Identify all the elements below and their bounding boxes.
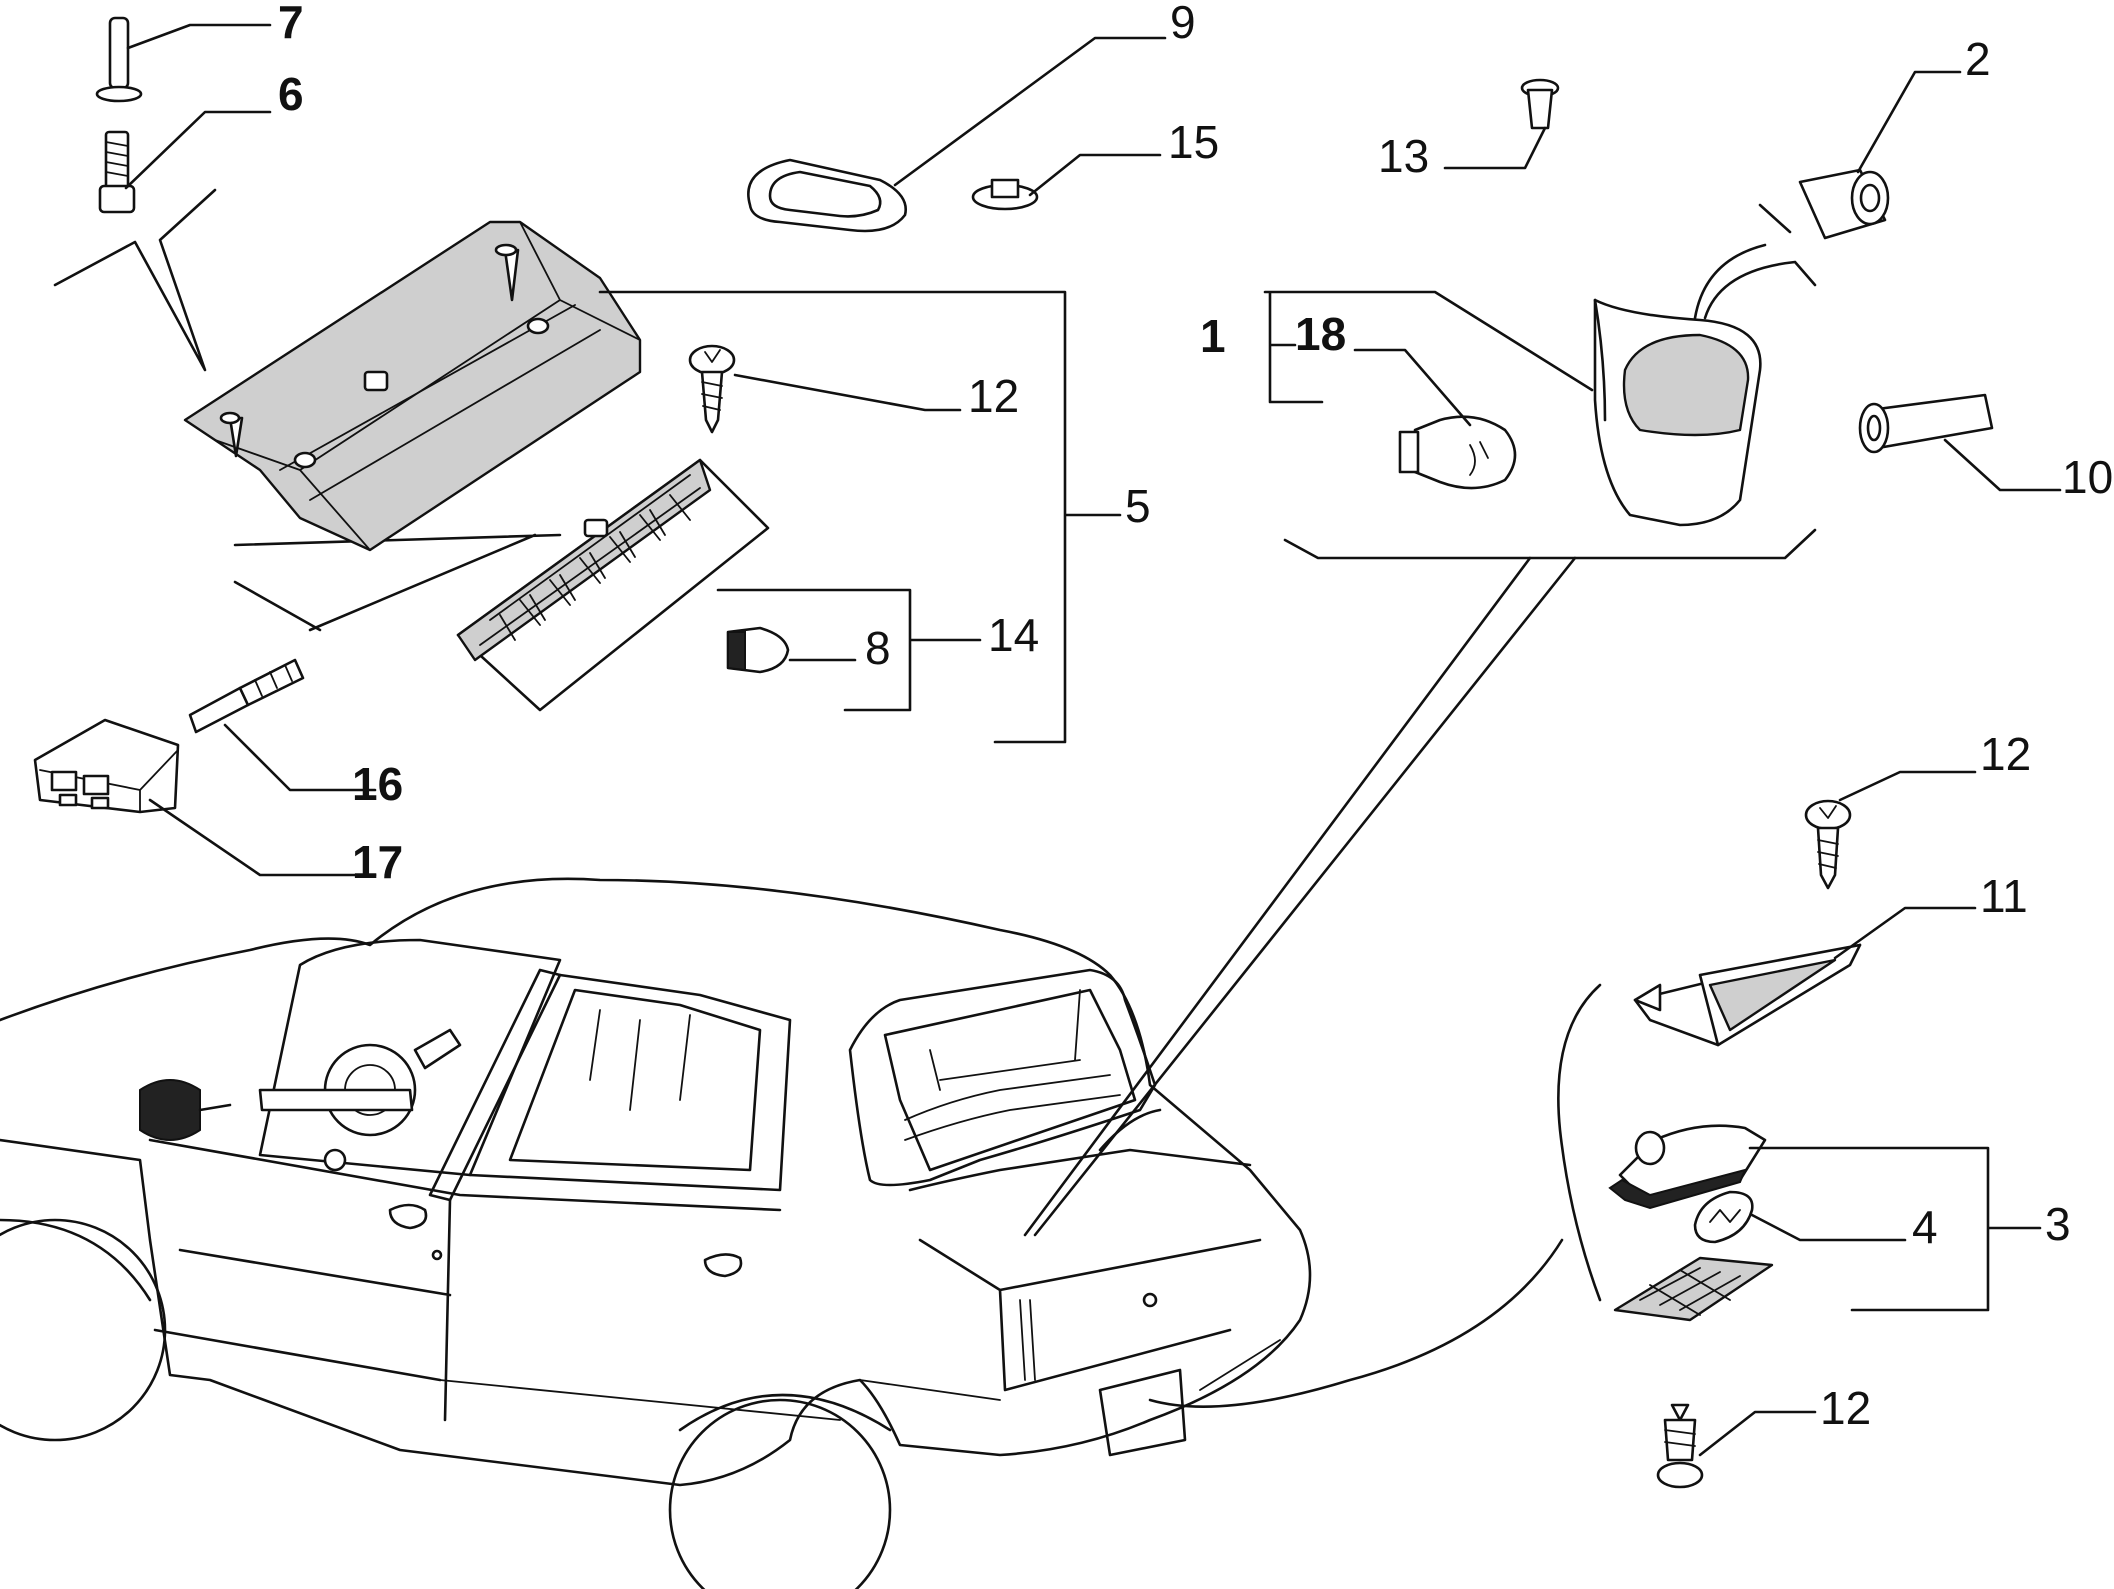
part-10-pin xyxy=(1858,393,2062,492)
callout-10: 10 xyxy=(2062,451,2113,503)
callout-11: 11 xyxy=(1980,870,2028,922)
car-body xyxy=(0,877,1312,1589)
callout-2: 2 xyxy=(1965,33,1991,85)
callout-14: 14 xyxy=(988,609,1039,661)
part-8-bulb xyxy=(726,626,857,674)
callout-17: 17 xyxy=(352,836,403,888)
part-12-screw-upper xyxy=(688,344,962,434)
callout-5: 5 xyxy=(1125,480,1151,532)
part-4-bulb xyxy=(1693,1190,1907,1244)
assembly-lines-left xyxy=(53,188,562,632)
part-7-bolt xyxy=(95,16,272,103)
callout-7: 7 xyxy=(278,0,304,48)
part-14-led-strip xyxy=(456,458,982,712)
callout-3: 3 xyxy=(2045,1198,2071,1250)
callout-15: 15 xyxy=(1168,116,1219,168)
part-13-plug xyxy=(1443,78,1560,170)
part-3-license-lamp xyxy=(1608,1124,2042,1312)
part-6-screw xyxy=(98,110,272,214)
part-11-bracket xyxy=(1633,906,1977,1047)
callout-4: 4 xyxy=(1912,1201,1938,1253)
part-12-screw-lower xyxy=(1656,1403,1817,1489)
license-lamp-lens xyxy=(1613,1256,1774,1322)
part-5-housing xyxy=(183,220,1122,744)
callout-8: 8 xyxy=(865,622,891,674)
callout-12-lower: 12 xyxy=(1820,1382,1871,1434)
part-16-terminal xyxy=(188,658,377,792)
callout-16: 16 xyxy=(352,758,403,810)
part-17-connector xyxy=(33,718,377,877)
license-lamp-leader xyxy=(1148,983,1602,1408)
callout-12-middle: 12 xyxy=(1980,728,2031,780)
callout-9: 9 xyxy=(1170,0,1196,48)
part-18-bulb xyxy=(1353,348,1517,490)
callout-6: 6 xyxy=(278,68,304,120)
callout-1: 1 xyxy=(1200,310,1226,362)
callout-12-upper: 12 xyxy=(968,370,1019,422)
part-12-screw-middle xyxy=(1804,770,1977,890)
part-9-grommet xyxy=(747,36,1167,233)
part-1-tail-lamp xyxy=(1263,203,1817,560)
part-2-bushing xyxy=(1798,70,1962,240)
tail-lamp-leader xyxy=(1023,556,1577,1237)
part-15-clip xyxy=(971,153,1162,211)
callout-13: 13 xyxy=(1378,130,1429,182)
callout-18: 18 xyxy=(1295,308,1346,360)
